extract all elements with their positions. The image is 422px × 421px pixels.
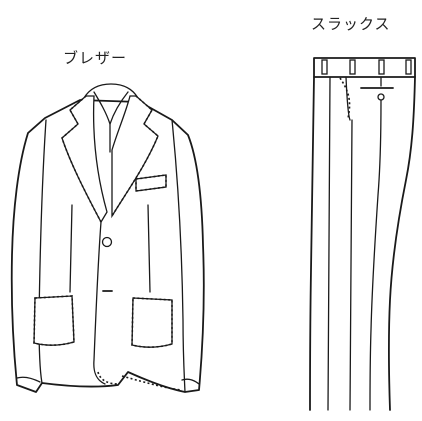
left-crease <box>327 76 331 411</box>
belt-loop-3 <box>378 59 385 75</box>
belt-loop-1 <box>321 59 328 75</box>
side-pocket-line <box>345 76 351 121</box>
right-patch-pocket <box>131 297 173 348</box>
right-pocket-stitch <box>131 297 173 348</box>
blazer-label: ブレザー <box>63 49 128 67</box>
right-cuff <box>181 378 200 385</box>
chest-pocket-stitch <box>135 174 167 192</box>
left-dart <box>69 204 73 293</box>
center-line <box>349 119 353 411</box>
left-cuff <box>16 376 41 383</box>
belt-loop-4 <box>405 59 412 75</box>
right-crease <box>369 99 382 411</box>
button-top <box>101 236 113 248</box>
waistband <box>313 57 416 78</box>
collar-band <box>83 83 139 99</box>
left-sleeve-seam <box>38 119 47 384</box>
right-lapel-stitch <box>111 95 159 217</box>
right-leg-outline <box>387 76 416 411</box>
left-leg-outline <box>309 76 315 411</box>
slacks-drawing <box>309 57 416 411</box>
blazer-drawing <box>10 83 205 393</box>
slacks-label: スラックス <box>311 15 391 33</box>
left-patch-pocket <box>33 295 75 346</box>
right-sleeve-seam <box>171 119 186 393</box>
front-edge <box>93 221 106 385</box>
blazer-body-outline <box>10 99 205 393</box>
front-edge-stitch <box>97 371 119 385</box>
belt-loop-2 <box>349 59 356 75</box>
left-lapel <box>61 95 108 224</box>
left-pocket-stitch <box>33 295 75 346</box>
hem-stitch <box>121 375 183 391</box>
right-lapel <box>111 95 159 219</box>
waist-button <box>377 93 385 101</box>
right-dart <box>147 204 151 293</box>
